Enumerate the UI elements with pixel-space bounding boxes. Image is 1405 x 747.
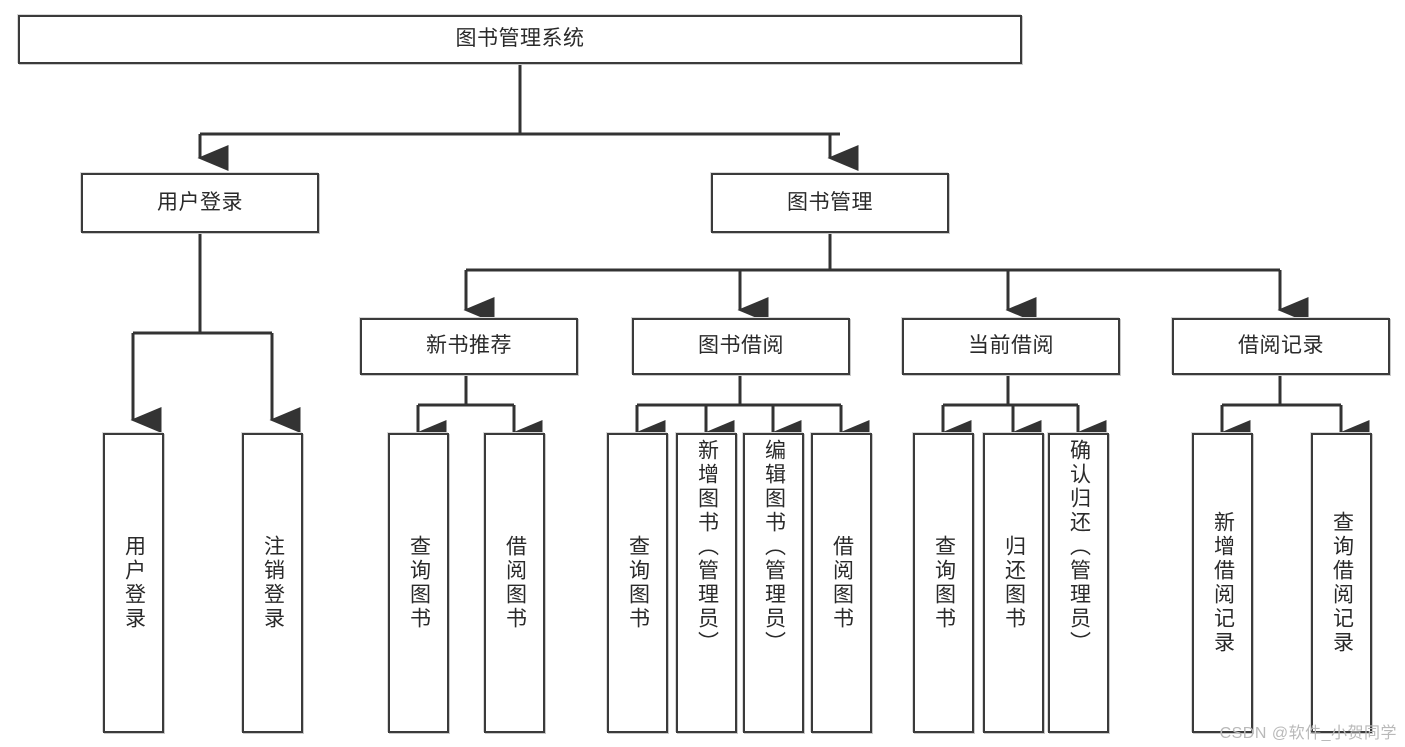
node-borrow-record[interactable]: 借阅记录: [1172, 318, 1390, 375]
node-leaf-user-login[interactable]: 用户登录: [103, 433, 164, 733]
node-new-book-rec[interactable]: 新书推荐: [360, 318, 578, 375]
node-leaf-return-book[interactable]: 归还图书: [983, 433, 1044, 733]
node-book-borrow[interactable]: 图书借阅: [632, 318, 850, 375]
node-leaf-borrow-book-1[interactable]: 借阅图书: [484, 433, 545, 733]
node-leaf-query-book-3[interactable]: 查询图书: [913, 433, 974, 733]
node-leaf-query-book-2[interactable]: 查询图书: [607, 433, 668, 733]
node-leaf-add-record[interactable]: 新增借阅记录: [1192, 433, 1253, 733]
node-leaf-user-logout[interactable]: 注销登录: [242, 433, 303, 733]
node-leaf-return-book-label: 归还图书: [1002, 535, 1026, 631]
csdn-watermark: CSDN @软件_小贺同学: [1219, 725, 1397, 742]
node-new-book-rec-label: 新书推荐: [426, 334, 512, 358]
node-current-borrow[interactable]: 当前借阅: [902, 318, 1120, 375]
node-leaf-add-record-label: 新增借阅记录: [1211, 511, 1235, 655]
node-book-borrow-label: 图书借阅: [698, 334, 784, 358]
node-root[interactable]: 图书管理系统: [18, 15, 1022, 64]
node-root-label: 图书管理系统: [455, 27, 585, 51]
node-user-login[interactable]: 用户登录: [81, 173, 319, 233]
node-book-manage-label: 图书管理: [787, 190, 873, 214]
node-leaf-user-logout-label: 注销登录: [261, 535, 285, 631]
node-leaf-query-book-1-label: 查询图书: [407, 535, 431, 631]
node-leaf-query-book-3-label: 查询图书: [932, 535, 956, 631]
node-leaf-confirm-return-label: 确认归还（管理员）: [1067, 439, 1091, 655]
node-leaf-borrow-book-2-label: 借阅图书: [830, 535, 854, 631]
node-leaf-query-record[interactable]: 查询借阅记录: [1311, 433, 1372, 733]
node-leaf-borrow-book-1-label: 借阅图书: [503, 535, 527, 631]
node-leaf-edit-book-label: 编辑图书（管理员）: [762, 439, 786, 655]
node-leaf-query-book-2-label: 查询图书: [626, 535, 650, 631]
node-leaf-add-book-label: 新增图书（管理员）: [695, 439, 719, 655]
node-leaf-user-login-label: 用户登录: [122, 535, 146, 631]
node-leaf-edit-book[interactable]: 编辑图书（管理员）: [743, 433, 804, 733]
node-leaf-query-book-1[interactable]: 查询图书: [388, 433, 449, 733]
node-book-manage[interactable]: 图书管理: [711, 173, 949, 233]
node-current-borrow-label: 当前借阅: [968, 334, 1054, 358]
node-leaf-confirm-return[interactable]: 确认归还（管理员）: [1048, 433, 1109, 733]
node-user-login-label: 用户登录: [157, 190, 243, 214]
node-leaf-add-book[interactable]: 新增图书（管理员）: [676, 433, 737, 733]
node-leaf-borrow-book-2[interactable]: 借阅图书: [811, 433, 872, 733]
node-borrow-record-label: 借阅记录: [1238, 334, 1324, 358]
node-leaf-query-record-label: 查询借阅记录: [1330, 511, 1354, 655]
